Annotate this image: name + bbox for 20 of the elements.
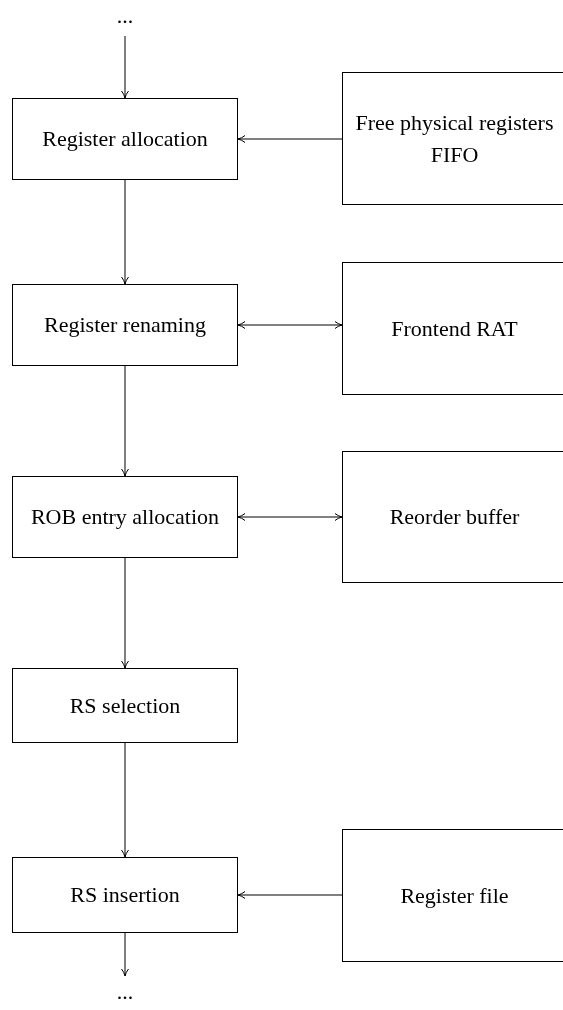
process-box xyxy=(342,72,563,205)
process-box xyxy=(12,476,238,558)
box-label: Reorder buffer xyxy=(389,503,520,532)
process-box xyxy=(342,451,563,583)
box-label: RS selection xyxy=(69,691,181,720)
ellipsis-text: ... xyxy=(116,978,134,1007)
box-label: Frontend RAT xyxy=(391,314,518,343)
process-box xyxy=(342,262,563,395)
box-label: Register file xyxy=(400,881,509,910)
process-box xyxy=(12,284,238,366)
box-label: Register allocation xyxy=(42,125,208,154)
ellipsis-text: ... xyxy=(116,2,134,31)
box-label: Register renaming xyxy=(44,311,206,340)
box-label: RS insertion xyxy=(70,881,180,910)
process-box xyxy=(12,857,238,933)
process-box xyxy=(12,668,238,743)
box-label: ROB entry allocation xyxy=(30,503,220,532)
process-box xyxy=(342,829,563,962)
box-label: Free physical registers FIFO xyxy=(355,108,554,169)
process-box xyxy=(12,98,238,180)
